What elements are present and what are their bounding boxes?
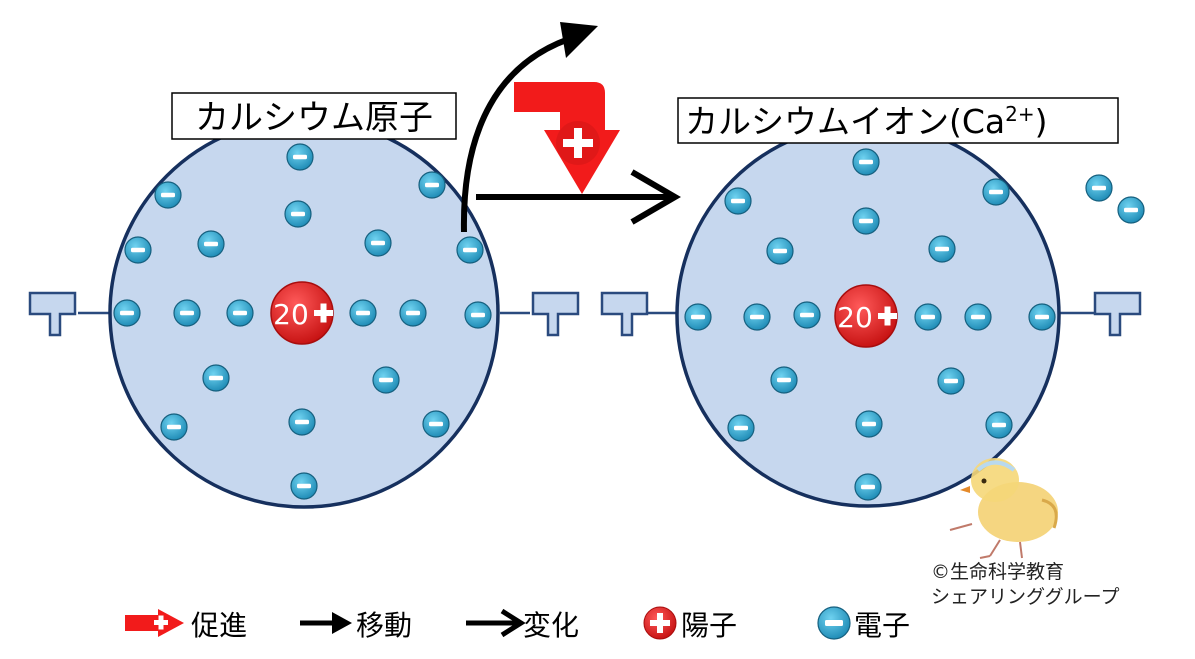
electron-icon <box>852 148 880 176</box>
electron-icon <box>399 299 427 327</box>
electron-icon <box>855 410 883 438</box>
receptor-right-icon <box>531 291 580 337</box>
atom-label: カルシウム原子 <box>195 98 433 138</box>
electron-icon <box>173 299 201 327</box>
electron-icon <box>985 411 1013 439</box>
electron-icon <box>1117 196 1145 224</box>
atom-nucleus: 20 <box>270 281 334 345</box>
electron-icon <box>113 299 141 327</box>
atom-label-box <box>171 92 457 140</box>
electron-icon <box>364 229 392 257</box>
electron-icon <box>422 410 450 438</box>
chick-mascot-icon <box>949 458 1058 559</box>
legend-proton: 陽子 <box>643 606 737 642</box>
electron-icon <box>724 187 752 215</box>
electron-icon <box>288 408 316 436</box>
legend-move: 移動 <box>300 609 412 642</box>
copyright-line1: ©生命科学教育 <box>931 561 1064 583</box>
electron-icon <box>914 303 942 331</box>
legend-change: 変化 <box>466 608 579 642</box>
ion-label-box <box>677 97 1119 144</box>
released-electrons <box>1085 174 1145 224</box>
legend-change-label: 変化 <box>523 609 579 642</box>
transition-arrows <box>460 22 681 233</box>
electron-move-arrow <box>460 33 579 233</box>
copyright-line2: シェアリンググループ <box>931 586 1119 608</box>
electron-icon <box>766 237 794 265</box>
electron-icon <box>226 299 254 327</box>
electron-icon <box>456 236 484 264</box>
electron-icon <box>124 236 152 264</box>
electron-icon <box>982 178 1010 206</box>
electron-icon <box>770 366 798 394</box>
electron-icon <box>964 303 992 331</box>
electron-icon <box>743 303 771 331</box>
legend-promote-label: 促進 <box>191 609 247 642</box>
electron-icon <box>727 414 755 442</box>
electron-icon <box>793 301 821 329</box>
calcium-ion: 20 カルシウムイオン(Ca2+) <box>600 97 1142 508</box>
electron-icon <box>854 473 882 501</box>
legend-proton-label: 陽子 <box>681 609 737 642</box>
ion-nucleus: 20 <box>834 284 898 348</box>
electron-icon <box>684 303 712 331</box>
electron-icon <box>154 181 182 209</box>
receptor-right-icon <box>1093 291 1142 337</box>
electron-icon <box>197 230 225 258</box>
electron-icon <box>464 301 492 329</box>
electron-icon <box>372 366 400 394</box>
calcium-atom: 20 カルシウム原子 <box>28 92 580 509</box>
electron-icon <box>349 299 377 327</box>
electron-icon <box>160 413 188 441</box>
ion-label: カルシウムイオン(Ca2+) <box>685 102 1048 141</box>
electron-icon <box>290 472 318 500</box>
receptor-left-icon <box>600 291 649 337</box>
electron-icon <box>202 364 230 392</box>
legend-electron: 電子 <box>817 606 910 642</box>
legend-promote: 促進 <box>125 609 247 642</box>
electron-icon <box>418 171 446 199</box>
electron-icon <box>1085 174 1113 202</box>
electron-icon <box>1028 303 1056 331</box>
atom-nucleus-label: 20 <box>273 298 309 331</box>
receptor-left-icon <box>28 291 77 337</box>
promote-arrow-icon <box>125 615 161 631</box>
electron-icon <box>928 235 956 263</box>
ion-nucleus-label: 20 <box>837 301 873 334</box>
arrowhead-icon <box>630 169 681 225</box>
arrowhead-icon <box>560 22 598 58</box>
legend-electron-label: 電子 <box>854 609 910 642</box>
electron-icon <box>284 200 312 228</box>
electron-icon <box>852 207 880 235</box>
electron-icon <box>286 143 314 171</box>
legend-move-label: 移動 <box>356 609 412 642</box>
electron-icon <box>937 367 965 395</box>
legend: 促進 移動 変化 陽子 電子 <box>125 606 910 642</box>
